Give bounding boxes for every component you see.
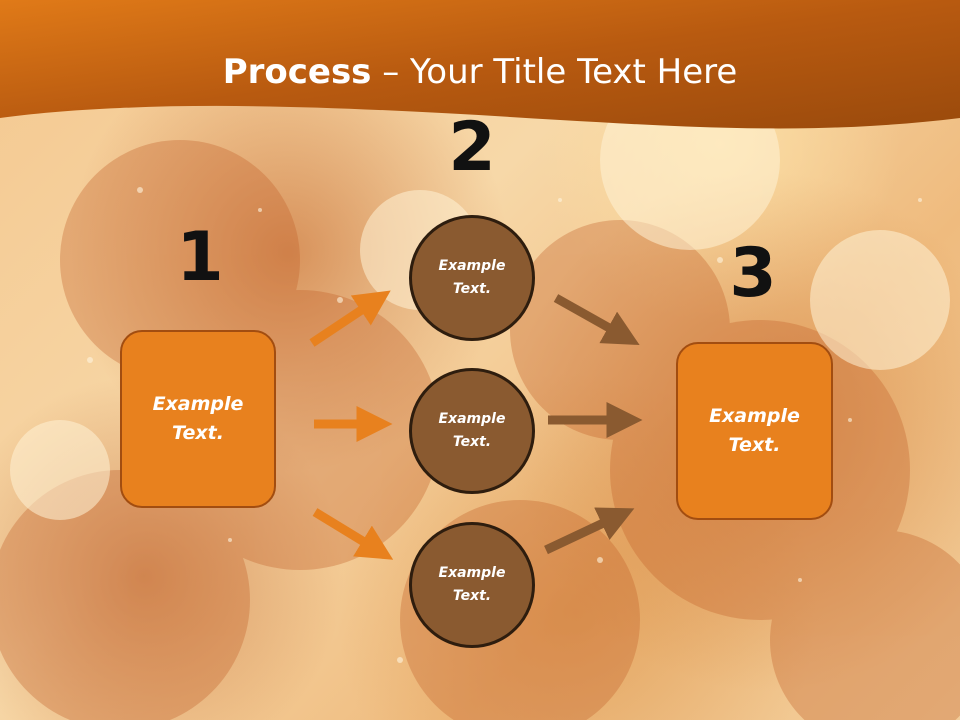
- step-box-3-text: Example Text.: [709, 402, 800, 460]
- step-circle-middle: Example Text.: [409, 368, 535, 494]
- step-number-2: 2: [448, 108, 496, 187]
- arrow-left-down: [312, 508, 394, 560]
- step-circle-bottom: Example Text.: [409, 522, 535, 648]
- arrow-left-up: [309, 290, 391, 347]
- circle-middle-line1: Example: [438, 411, 506, 427]
- step-box-1-line2: Text.: [172, 422, 224, 444]
- step-circle-top: Example Text.: [409, 215, 535, 341]
- circle-bottom-line1: Example: [438, 565, 506, 581]
- step-box-1: Example Text.: [120, 330, 276, 508]
- circle-middle-line2: Text.: [452, 434, 492, 450]
- step-box-1-line1: Example: [152, 393, 244, 415]
- arrow-right-down: [553, 294, 640, 346]
- step-box-1-text: Example Text.: [153, 390, 244, 448]
- circle-top-line2: Text.: [452, 281, 492, 297]
- title-bold: Process: [222, 52, 372, 92]
- step-number-3: 3: [729, 234, 777, 313]
- arrow-right-up: [544, 507, 635, 555]
- step-box-3-line2: Text.: [728, 434, 781, 456]
- title-rest: – Your Title Text Here: [371, 52, 738, 92]
- slide-title: Process – Your Title Text Here: [0, 52, 960, 92]
- step-box-3-line1: Example: [709, 405, 800, 427]
- circle-bottom-line2: Text.: [452, 588, 492, 604]
- step-number-1: 1: [176, 218, 224, 297]
- step-box-3: Example Text.: [676, 342, 833, 520]
- header-banner: [0, 0, 960, 129]
- circle-top-line1: Example: [438, 258, 506, 274]
